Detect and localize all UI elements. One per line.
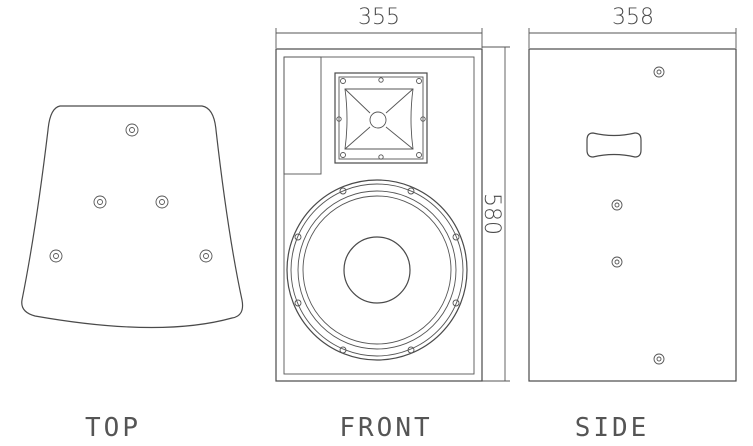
mount-point [125, 123, 139, 137]
side-depth-label: 358 [612, 5, 654, 30]
mount-point [155, 195, 169, 209]
side-cabinet-outline [528, 48, 737, 382]
bass-port-panel [283, 56, 322, 175]
mount-point [653, 66, 665, 78]
mount-point [49, 249, 63, 263]
top-view-label: TOP [85, 413, 141, 443]
carry-handle [586, 132, 642, 158]
woofer-screws [294, 187, 460, 354]
height-dimension: 580 [479, 46, 510, 382]
top-view-mount-points [49, 123, 213, 263]
front-view: 355 580 [275, 5, 510, 382]
horn-screws [336, 77, 426, 160]
side-view-label: SIDE [575, 413, 650, 443]
front-baffle [283, 56, 475, 375]
mount-point [611, 199, 623, 211]
front-width-label: 355 [358, 5, 400, 30]
front-view-label: FRONT [339, 413, 432, 443]
mount-point [93, 195, 107, 209]
woofer [286, 179, 468, 361]
side-mount-points [611, 66, 665, 365]
side-depth-dimension: 358 [528, 5, 737, 48]
top-view-outline [21, 105, 244, 329]
front-width-dimension: 355 [275, 5, 483, 48]
mount-point [199, 249, 213, 263]
top-view [21, 105, 244, 329]
side-view: 358 [528, 5, 737, 382]
height-label: 580 [479, 193, 504, 235]
horn-tweeter [334, 72, 428, 164]
mount-point [611, 256, 623, 268]
front-cabinet-outline [275, 48, 483, 382]
mount-point [653, 353, 665, 365]
